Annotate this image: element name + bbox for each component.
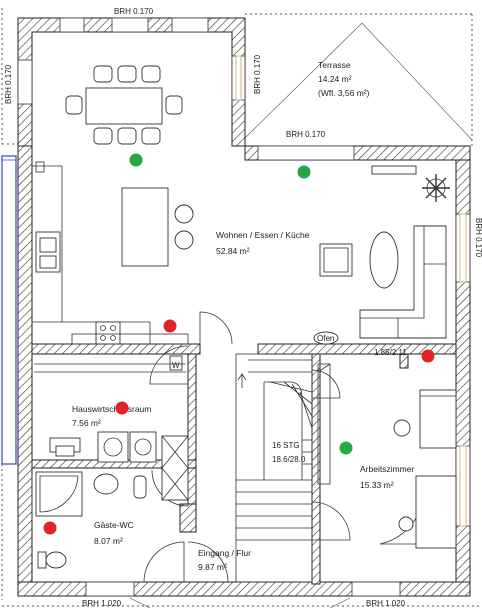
entrance-name: Eingang / Flur xyxy=(198,548,251,558)
study-area: 15.33 m² xyxy=(360,480,394,490)
window-label-terrace-door: BRH 0.170 xyxy=(286,130,326,139)
red-marker xyxy=(421,349,435,363)
terrace-name: Terrasse xyxy=(318,60,351,70)
terrace-note: (Wfl. 3,56 m²) xyxy=(318,88,370,98)
kitchen-counter xyxy=(32,161,189,345)
study-name: Arbeitszimmer xyxy=(360,464,414,474)
green-marker xyxy=(297,165,311,179)
utility-area: 7.56 m² xyxy=(72,418,101,428)
utility-furniture xyxy=(34,355,189,501)
staircase xyxy=(235,353,331,583)
markers xyxy=(43,153,435,535)
window-labels: BRH 0.170 BRH 0.170 BRH 0.170 BRH 0.170 … xyxy=(4,7,482,608)
interior-walls xyxy=(31,343,457,585)
window-label-left: BRH 0.170 xyxy=(4,64,13,104)
red-marker xyxy=(163,319,177,333)
study-furniture xyxy=(393,389,457,549)
wash-mark: W xyxy=(172,361,180,370)
room-labels: Terrasse 14.24 m² (Wfl. 3,56 m²) Wohnen … xyxy=(72,60,414,572)
misc-labels: 16 STG 18.6/28.0 Ofen 1.85/2.11 W xyxy=(172,334,407,464)
window-label-bottom-left: BRH 1.020 xyxy=(82,599,122,608)
green-marker xyxy=(339,441,353,455)
window-label-dining: BRH 0.170 xyxy=(253,54,262,94)
red-marker xyxy=(43,521,57,535)
living-name: Wohnen / Essen / Küche xyxy=(216,230,310,240)
oven-label: Ofen xyxy=(317,334,334,343)
window-label-bottom-right: BRH 1.020 xyxy=(366,599,406,608)
plant-icon xyxy=(422,174,450,202)
window-label-right: BRH 0.170 xyxy=(474,218,482,258)
door-size-label: 1.85/2.11 xyxy=(374,348,407,357)
green-marker xyxy=(129,153,143,167)
stairs-rise: 18.6/28.0 xyxy=(272,455,306,464)
red-marker xyxy=(115,401,129,415)
window-label-top: BRH 0.170 xyxy=(114,7,154,16)
wc-name: Gäste-WC xyxy=(94,520,134,530)
terrace-area: 14.24 m² xyxy=(318,74,352,84)
terrace-outline xyxy=(1,8,480,608)
wc-area: 8.07 m² xyxy=(94,536,123,546)
utility-name: Hauswirtschaftsraum xyxy=(72,404,151,414)
stairs-steps: 16 STG xyxy=(272,441,300,450)
windows xyxy=(17,17,471,597)
kitchen-island xyxy=(121,187,194,267)
blueprint-edge xyxy=(1,155,17,465)
living-furniture xyxy=(313,165,450,345)
living-area: 52.84 m² xyxy=(216,246,250,256)
entrance-area: 9.87 m² xyxy=(198,562,227,572)
wc-furniture xyxy=(35,471,147,569)
dining-table xyxy=(65,65,183,145)
